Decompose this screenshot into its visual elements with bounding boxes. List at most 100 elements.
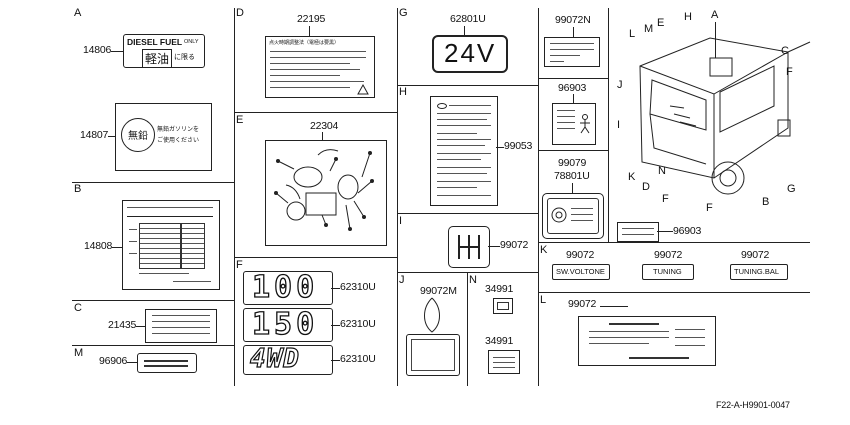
leader-line (111, 51, 123, 52)
emblem-100: 100 (243, 269, 333, 306)
text-line (550, 43, 594, 44)
section-label-h: H (399, 86, 407, 98)
frame-line (397, 213, 538, 214)
leader-line (572, 183, 573, 193)
truck-callout-b: B (762, 196, 770, 208)
truck-cab-illustration (639, 37, 811, 195)
warning-triangle-icon (357, 83, 369, 95)
frame-line (538, 8, 539, 242)
text-line (609, 323, 659, 325)
text-line (437, 145, 485, 146)
text-line (127, 216, 213, 217)
leader-line (488, 246, 500, 247)
frame-line (538, 292, 810, 293)
part-number-96903-b: 96903 (673, 225, 702, 237)
text-line (493, 357, 515, 358)
text-line (557, 128, 575, 129)
muen-note-1: 無鉛ガソリンを (157, 126, 200, 133)
leader-line (715, 22, 716, 58)
muen-note-2: ご使用ください (157, 137, 200, 144)
part-number-34991-a: 34991 (485, 283, 514, 295)
text-line (437, 125, 491, 126)
text-line (557, 116, 575, 117)
text-line (550, 61, 564, 62)
diesel-only-text: ONLY (184, 39, 199, 45)
part-number-62310u-2: 62310U (340, 318, 376, 330)
truck-callout-f-3: F (706, 202, 713, 214)
part-number-99072-l: 99072 (568, 298, 597, 310)
text-line (571, 208, 593, 209)
text-line (270, 75, 340, 76)
label-96903-a (552, 103, 596, 145)
text-line (437, 195, 491, 196)
text-line (144, 360, 188, 362)
section-label-f: F (236, 259, 243, 271)
truck-callout-f-2: F (662, 193, 669, 205)
logo-icon (437, 103, 447, 109)
frame-line (234, 112, 397, 113)
text-line (589, 343, 649, 344)
leader-line (331, 288, 340, 289)
leader-line (573, 94, 574, 103)
text-line (270, 81, 364, 82)
part-number-62310u-1: 62310U (340, 281, 376, 293)
frame-line (72, 300, 234, 301)
tag-label-j (406, 334, 460, 376)
tuning-label: TUNING (642, 264, 694, 280)
notice-label-c (145, 309, 217, 343)
truck-callout-i: I (617, 119, 621, 131)
section-label-k: K (540, 244, 548, 256)
text-line (622, 234, 654, 235)
frame-line (538, 78, 608, 79)
unleaded-label: 無鉛 無鉛ガソリンを ご使用ください (115, 103, 212, 171)
table-grid (181, 223, 205, 269)
truck-callout-n: N (658, 165, 666, 177)
truck-callout-d: D (642, 181, 650, 193)
text-line (437, 139, 491, 140)
label-n-2 (488, 350, 520, 374)
text-line (129, 229, 137, 230)
spec-table-label (122, 200, 220, 290)
truck-callout-g: G (787, 183, 796, 195)
text-line (437, 159, 481, 160)
truck-callout-e: E (657, 17, 665, 29)
text-line (270, 51, 366, 52)
truck-callout-j: J (617, 79, 623, 91)
part-number-14808: 14808 (84, 240, 113, 252)
muen-text: 無鉛 (128, 131, 148, 142)
frame-line (467, 272, 468, 386)
engine-diagram-icon (274, 149, 374, 231)
leader-line (127, 362, 137, 363)
instruction-label-h (430, 96, 498, 206)
leader-line (496, 147, 504, 148)
part-number-96903-a: 96903 (558, 82, 587, 94)
text-line (437, 113, 491, 114)
truck-callout-l: L (629, 28, 636, 40)
leader-line (331, 360, 340, 361)
section-label-g: G (399, 7, 408, 19)
truck-callout-f-1: F (786, 66, 793, 78)
section-label-m: M (74, 347, 84, 359)
caution-plate-l (578, 316, 716, 366)
leader-line (136, 326, 145, 327)
text-line (437, 167, 491, 168)
part-number-22304: 22304 (310, 120, 339, 132)
tuning-bal-text: TUNING.BAL (734, 267, 780, 276)
truck-callout-k: K (628, 171, 636, 183)
text-line (589, 331, 669, 332)
drawing-code: F22-A-H9901-0047 (716, 400, 790, 410)
frame-line (234, 257, 397, 258)
text-line (152, 333, 210, 334)
text-line (437, 181, 491, 182)
leader-line (657, 231, 673, 232)
text-line (675, 329, 705, 330)
label-n-1-inner (497, 302, 509, 310)
text-line (571, 214, 593, 215)
leader-line (331, 325, 340, 326)
radio-dial-icon (551, 207, 567, 223)
table-grid (139, 223, 181, 269)
part-number-99053: 99053 (504, 140, 533, 152)
text-line (622, 228, 654, 229)
section-label-d: D (236, 7, 244, 19)
frame-line (538, 242, 539, 386)
